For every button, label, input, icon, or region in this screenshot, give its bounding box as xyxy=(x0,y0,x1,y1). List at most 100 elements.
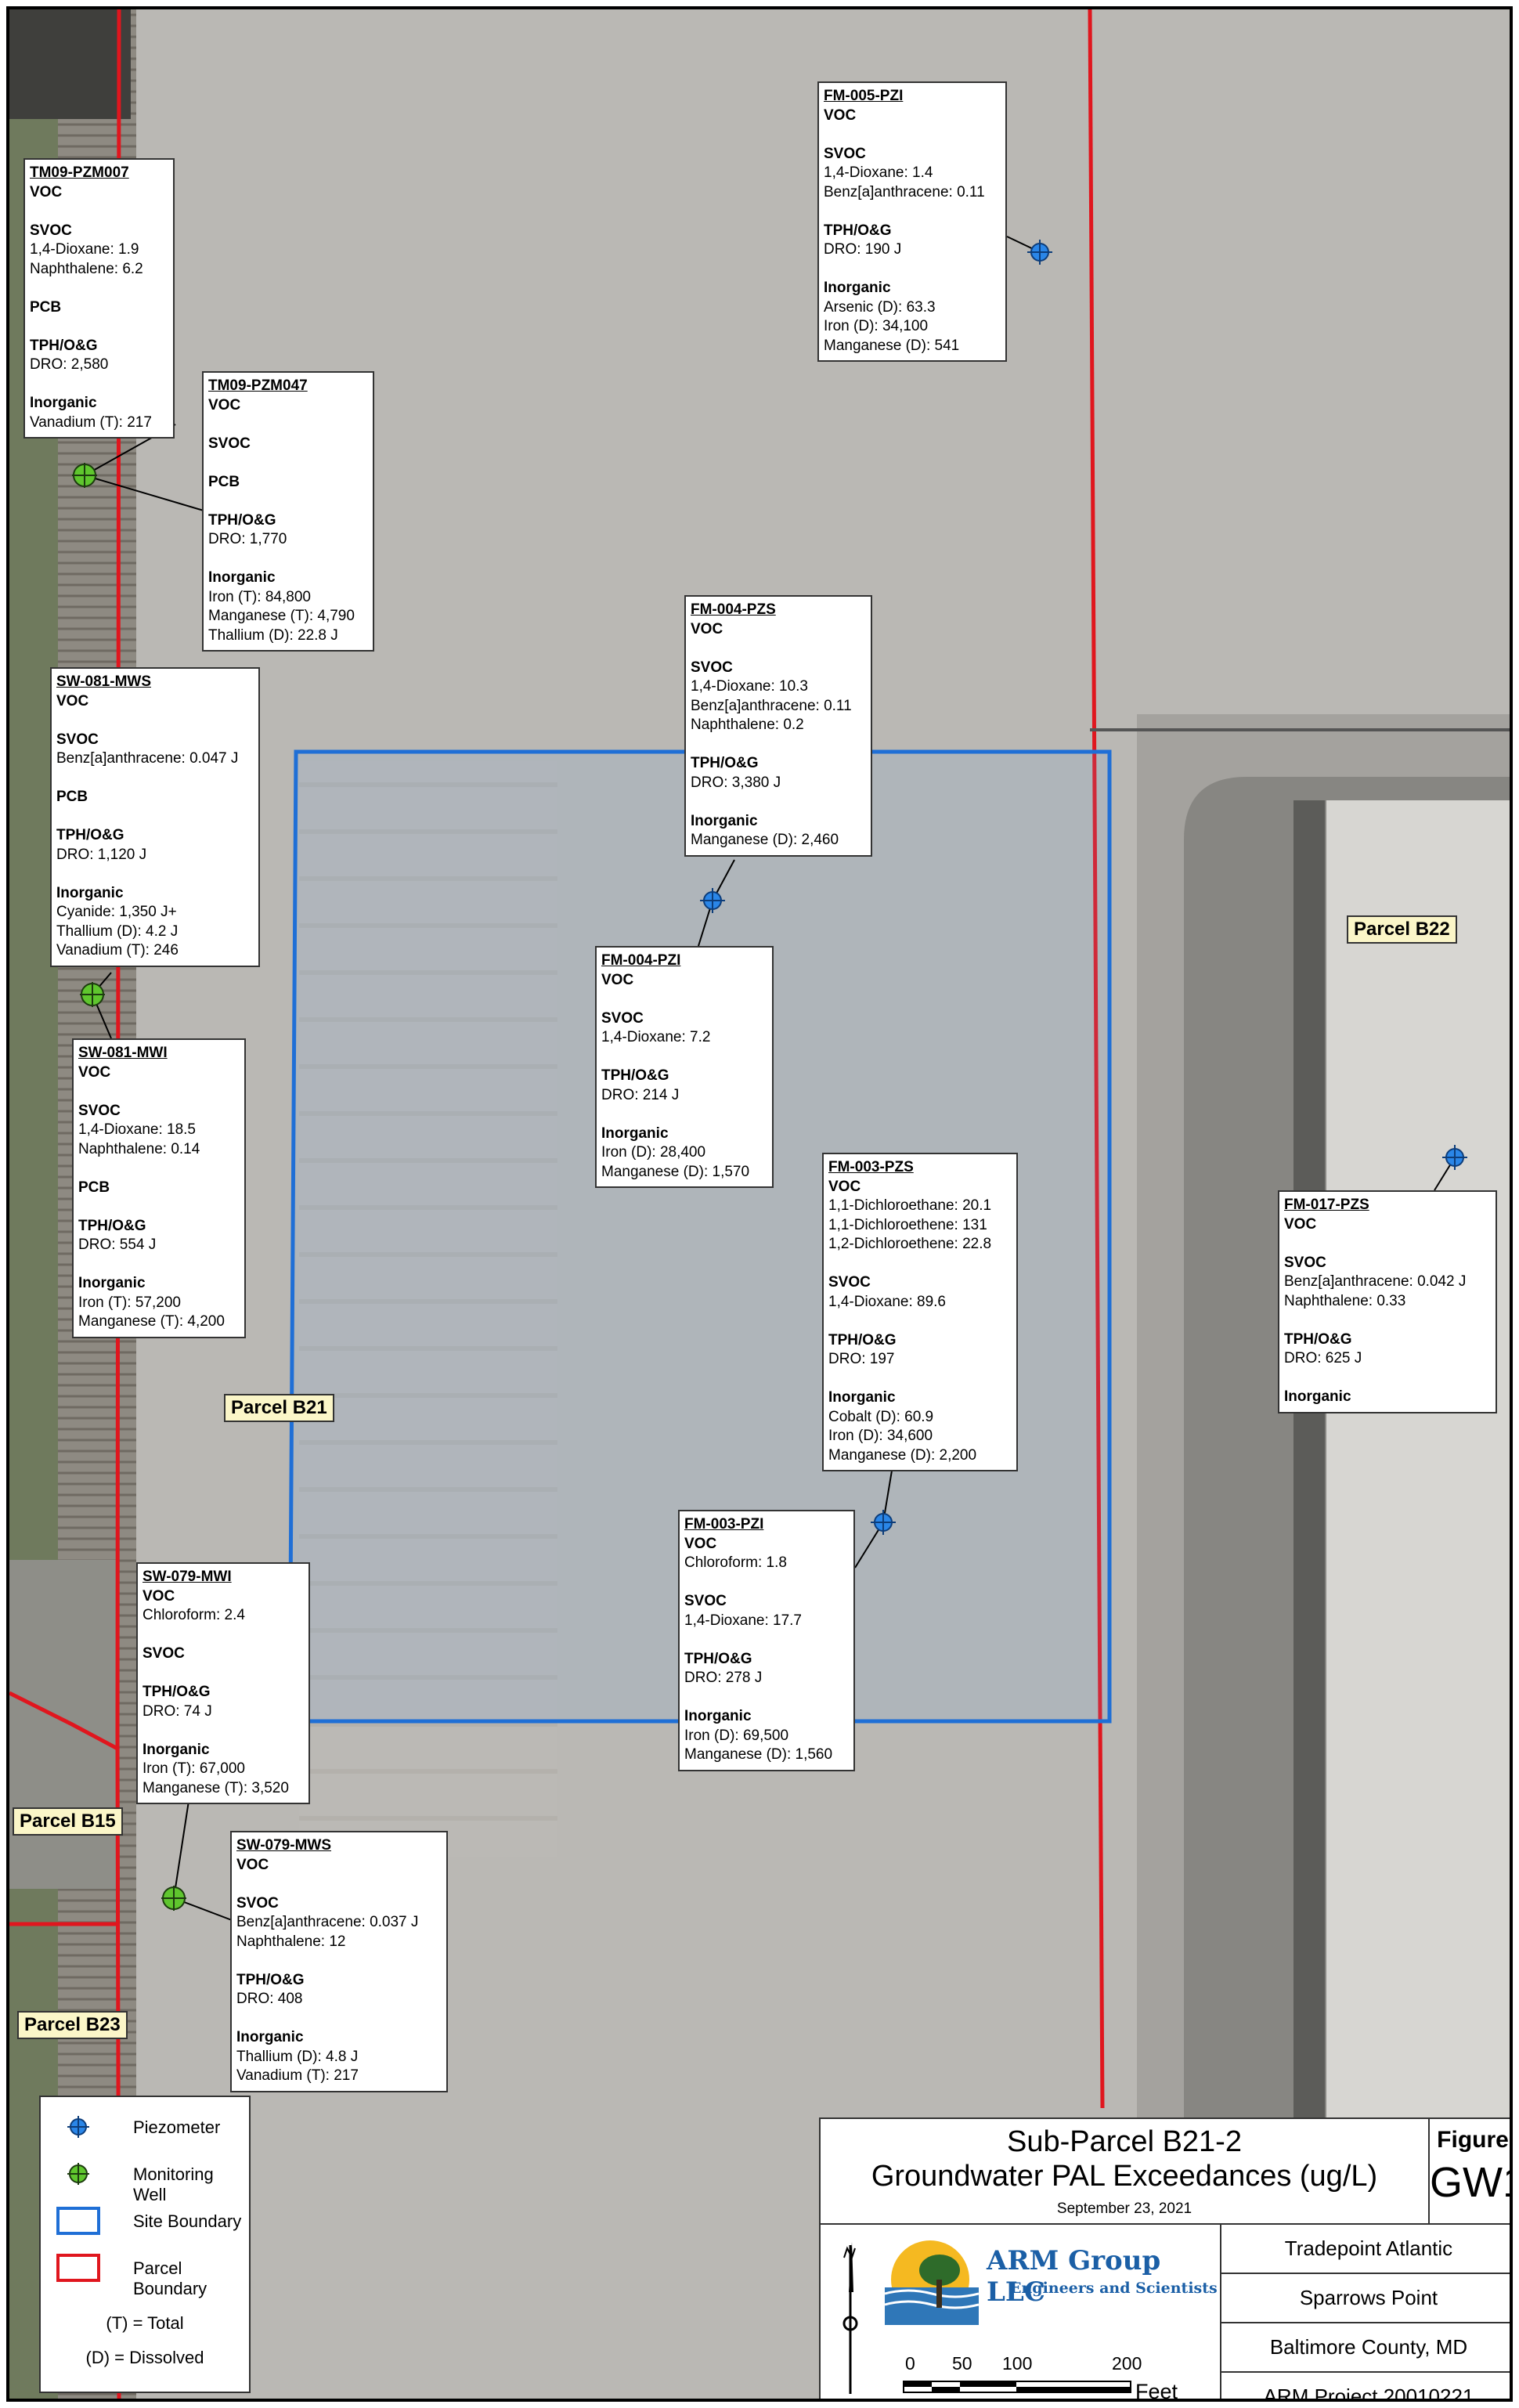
analyte-group-heading: SVOC xyxy=(824,145,866,162)
county-name: Baltimore County, MD xyxy=(1221,2323,1510,2373)
section-gap xyxy=(208,415,368,435)
analyte-result: Manganese (T): 3,520 xyxy=(143,1779,289,1796)
analyte-group-heading: VOC xyxy=(1284,1215,1317,1233)
analyte-result: Cyanide: 1,350 J+ xyxy=(56,904,177,920)
analyte-result: Naphthalene: 0.14 xyxy=(78,1140,200,1157)
analyte-result: Naphthalene: 0.33 xyxy=(1284,1292,1406,1309)
analyte-group-heading: TPH/O&G xyxy=(143,1684,211,1700)
analyte-result: 1,4-Dioxane: 1.9 xyxy=(30,241,139,258)
analyte-group-heading: TPH/O&G xyxy=(208,511,276,529)
analyte-group-heading: VOC xyxy=(828,1178,861,1195)
analyte-result: Naphthalene: 0.2 xyxy=(691,717,804,733)
piezometer-icon xyxy=(1442,1145,1467,1170)
analyte-result: Manganese (D): 2,200 xyxy=(828,1446,977,1464)
section-gap xyxy=(208,453,368,473)
analyte-group-heading: VOC xyxy=(143,1587,175,1605)
analyte-result: Thallium (D): 4.2 J xyxy=(56,922,179,940)
analyte-group-heading: VOC xyxy=(78,1063,111,1081)
analyte-result: Iron (D): 34,100 xyxy=(824,318,929,334)
analyte-group-heading: Inorganic xyxy=(684,1708,752,1724)
scale-tick: 100 xyxy=(1002,2353,1033,2374)
sample-id: FM-017-PZS xyxy=(1284,1197,1369,1213)
map-legend: Piezometer Monitoring Well Site Boundary… xyxy=(39,2096,251,2393)
analyte-result: Vanadium (T): 217 xyxy=(236,2067,359,2084)
analyte-result: Manganese (T): 4,200 xyxy=(78,1313,225,1330)
analyte-result: Naphthalene: 12 xyxy=(236,1933,346,1950)
section-gap xyxy=(1284,1311,1491,1330)
analyte-group-heading: SVOC xyxy=(143,1645,185,1662)
site-boundary-swatch xyxy=(56,2207,100,2235)
analyte-result: Manganese (D): 2,460 xyxy=(691,832,839,848)
legend-label: Monitoring Well xyxy=(133,2164,214,2204)
analyte-result: DRO: 1,770 xyxy=(208,531,287,547)
legend-label: Piezometer xyxy=(133,2117,221,2137)
analyte-group-heading: VOC xyxy=(601,971,634,988)
analyte-group-heading: SVOC xyxy=(601,1009,644,1027)
sample-id: FM-004-PZS xyxy=(691,601,776,618)
analyte-group-heading: VOC xyxy=(691,620,723,637)
sample-id: SW-079-MWI xyxy=(143,1569,232,1585)
section-gap xyxy=(30,279,168,298)
analyte-group-heading: SVOC xyxy=(828,1274,871,1291)
analyte-result: Thallium (D): 4.8 J xyxy=(236,2048,359,2065)
section-gap xyxy=(236,2009,442,2029)
section-gap xyxy=(30,202,168,222)
analyte-group-heading: TPH/O&G xyxy=(56,827,124,843)
analyte-group-heading: TPH/O&G xyxy=(824,222,892,239)
site-name: Sparrows Point xyxy=(1221,2274,1510,2323)
section-gap xyxy=(78,1255,240,1275)
section-gap xyxy=(208,492,368,511)
scale-tick: 200 xyxy=(1112,2353,1142,2374)
analyte-group-heading: PCB xyxy=(78,1179,110,1196)
analyte-group-heading: TPH/O&G xyxy=(1284,1330,1352,1348)
analyte-result: Thallium (D): 22.8 J xyxy=(208,626,338,644)
analyte-result: 1,4-Dioxane: 18.5 xyxy=(78,1121,196,1138)
industrial-structure xyxy=(9,9,131,119)
analyte-group-heading: Inorganic xyxy=(824,280,891,296)
analyte-group-heading: Inorganic xyxy=(691,812,758,829)
sample-id: FM-004-PZI xyxy=(601,952,681,969)
analyte-group-heading: Inorganic xyxy=(143,1741,210,1758)
section-gap xyxy=(56,711,254,731)
analyte-group-heading: SVOC xyxy=(56,731,99,748)
figure-label: Figure xyxy=(1437,2127,1509,2153)
analyte-result: DRO: 1,120 J xyxy=(56,846,147,863)
analyte-result: DRO: 190 J xyxy=(824,241,902,258)
figure-title: Sub-Parcel B21-2 Groundwater PAL Exceeda… xyxy=(821,2119,1430,2225)
analyte-result: Benz[a]anthracene: 0.042 J xyxy=(1284,1273,1467,1290)
section-gap xyxy=(1284,1369,1491,1388)
analyte-result: 1,4-Dioxane: 17.7 xyxy=(684,1612,802,1629)
section-gap xyxy=(601,990,767,1009)
monitoring-well-icon xyxy=(67,2163,89,2185)
scale-unit: Feet xyxy=(1135,2380,1178,2402)
section-gap xyxy=(828,1312,1012,1331)
analyte-group-heading: SVOC xyxy=(691,659,733,676)
monitoring-well-icon xyxy=(80,982,105,1007)
analyte-group-heading: SVOC xyxy=(208,435,251,452)
analyte-result: 1,1-Dichloroethene: 131 xyxy=(828,1216,987,1233)
analyte-result: Iron (D): 28,400 xyxy=(601,1144,706,1161)
analyte-result: DRO: 74 J xyxy=(143,1702,212,1720)
analyte-group-heading: Inorganic xyxy=(601,1125,669,1142)
analyte-result: 1,4-Dioxane: 1.4 xyxy=(824,164,933,181)
sample-id: SW-081-MWS xyxy=(56,673,152,690)
analyte-result: Iron (D): 69,500 xyxy=(684,1727,789,1744)
parcel-label: Parcel B15 xyxy=(13,1807,123,1836)
analyte-result: Iron (D): 34,600 xyxy=(828,1428,933,1444)
analyte-group-heading: Inorganic xyxy=(1284,1388,1351,1405)
section-gap xyxy=(601,1048,767,1067)
analyte-result: DRO: 214 J xyxy=(601,1086,680,1103)
analyte-group-heading: VOC xyxy=(30,183,63,200)
section-gap xyxy=(208,550,368,569)
analyte-result: Manganese (D): 541 xyxy=(824,337,960,354)
analyte-group-heading: TPH/O&G xyxy=(78,1217,146,1234)
scale-bar xyxy=(903,2381,1131,2393)
analyte-group-heading: TPH/O&G xyxy=(691,755,759,771)
section-gap xyxy=(684,1688,849,1708)
